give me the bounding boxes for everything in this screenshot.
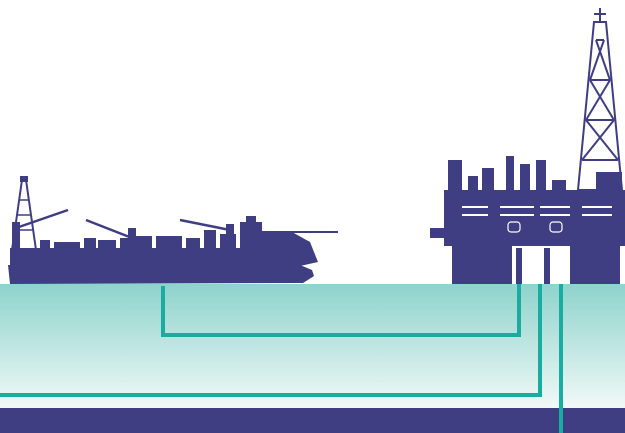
offshore-platform — [430, 156, 625, 284]
pipeline-export — [0, 284, 542, 397]
pipeline-fpso — [161, 284, 521, 337]
platform-windows — [462, 206, 612, 233]
drilling-derrick — [576, 8, 624, 191]
water — [0, 284, 625, 408]
subsea-pipelines — [0, 284, 563, 433]
fpso-vessel — [8, 176, 338, 284]
seabed — [0, 408, 625, 433]
